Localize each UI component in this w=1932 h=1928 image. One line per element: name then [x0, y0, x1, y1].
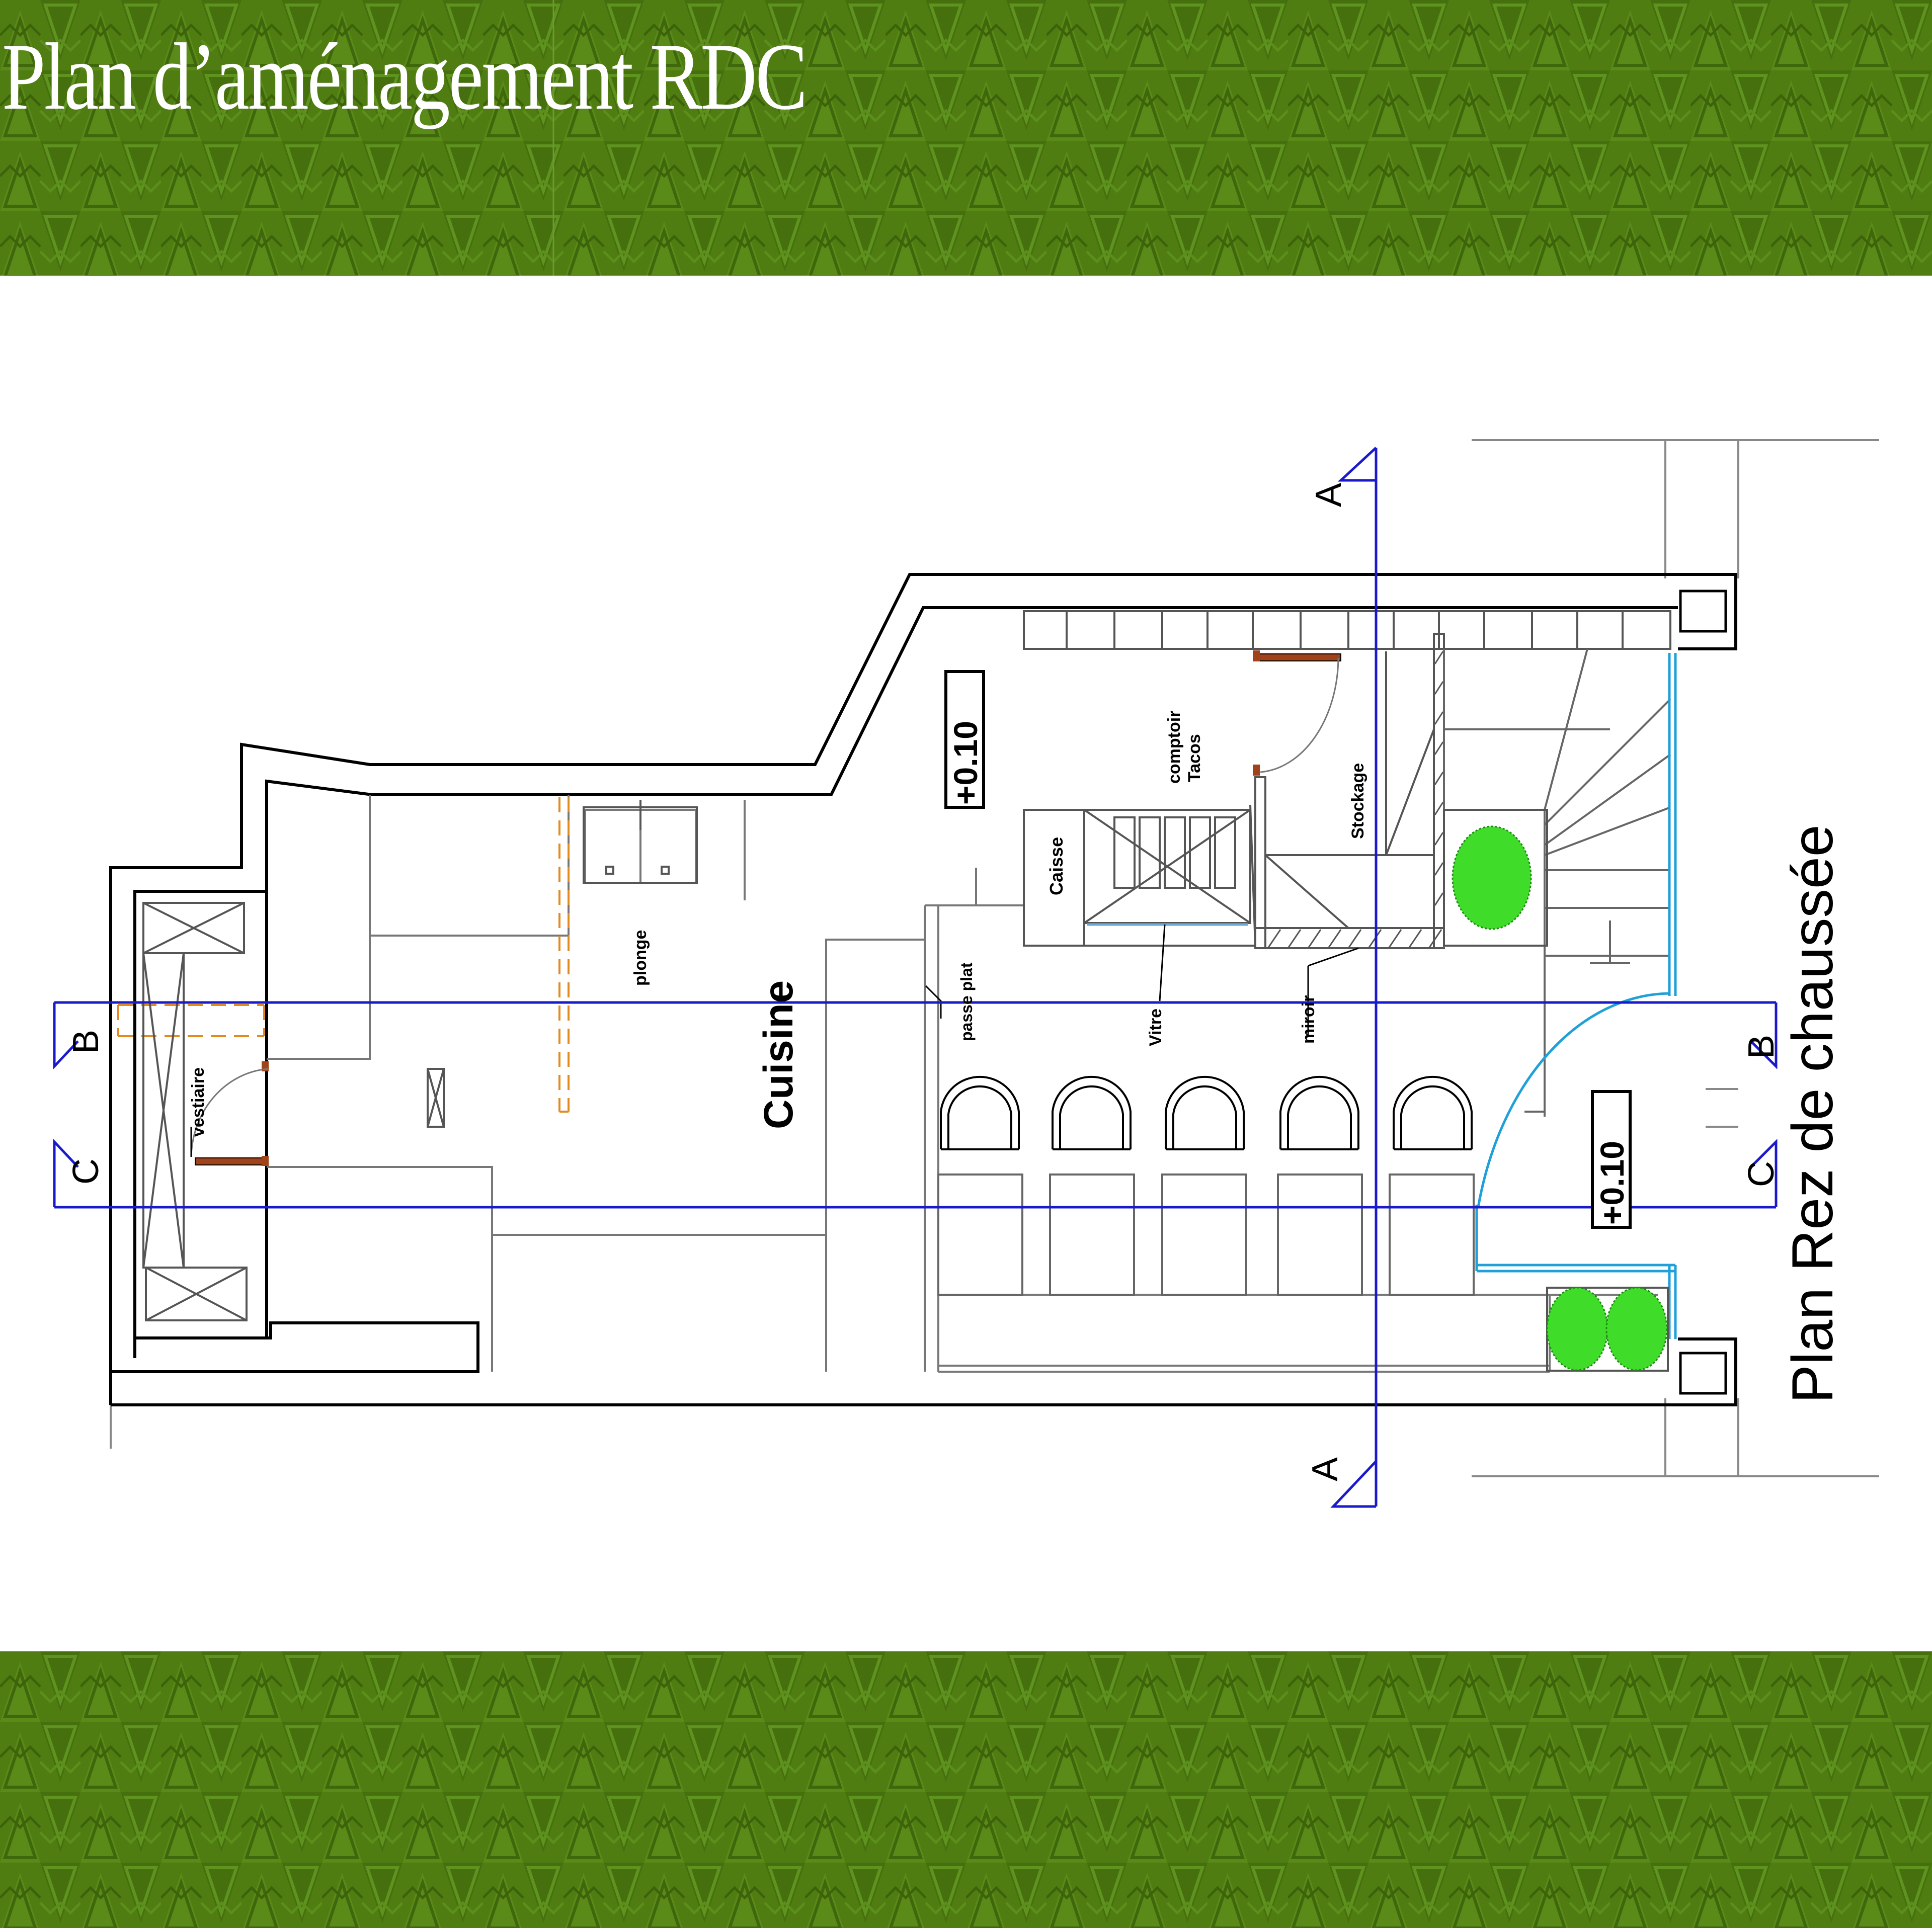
planter [1546, 1287, 1669, 1372]
chair [1052, 1075, 1132, 1150]
plan-heading: Plan Rez de chaussée [1781, 824, 1845, 1403]
section-label-c-left: C [66, 1158, 106, 1185]
locker [142, 902, 445, 1321]
table [1161, 1173, 1247, 1296]
level-box [1591, 1090, 1632, 1229]
tribal-pattern [0, 0, 1932, 276]
label-tacos: Tacos [1185, 734, 1204, 782]
dining-seating [940, 1075, 1473, 1150]
table [937, 1173, 1023, 1296]
hatching [1267, 651, 1444, 949]
chair [1393, 1075, 1473, 1150]
label-plonge: plonge [631, 930, 650, 986]
staircase [1443, 648, 1671, 1117]
table [1049, 1173, 1135, 1296]
tribal-pattern [0, 1651, 1932, 1928]
bottom-banner [0, 1651, 1932, 1928]
section-lines [54, 448, 1776, 1506]
label-level-entrance: +0.10 [1593, 1141, 1631, 1225]
label-miroir: miroir [1299, 995, 1318, 1044]
vestiaire-door [190, 1061, 269, 1166]
chair [1165, 1075, 1245, 1150]
cashier-counter [1023, 804, 1256, 947]
table-row [937, 1173, 1475, 1296]
interior-walls [267, 795, 1658, 1373]
chair [940, 1075, 1020, 1150]
label-stockage: Stockage [1348, 763, 1367, 839]
top-banner: Plan d’aménagement RDC [0, 0, 1932, 276]
level-box [944, 670, 985, 809]
entrance-door [1477, 992, 1670, 1208]
section-label-b-left: B [66, 1030, 106, 1054]
label-vitre: Vitre [1146, 1009, 1165, 1046]
label-passe-plat: passe plat [957, 962, 976, 1041]
room-label-kitchen: Cuisine [756, 980, 801, 1129]
glass-facade [1475, 653, 1677, 1339]
planter [1443, 809, 1548, 947]
section-label-b-right: B [1741, 1035, 1782, 1059]
sink [583, 800, 698, 884]
label-vestiaire: vestiaire [189, 1067, 208, 1137]
label-caisse: Caisse [1046, 837, 1067, 895]
table [1389, 1173, 1475, 1296]
comptoir-door [1253, 650, 1341, 776]
leader-lines [190, 924, 1359, 1157]
section-label-a-top: A [1309, 483, 1349, 507]
outer-walls [109, 573, 1737, 1406]
section-label-a-bottom: A [1305, 1457, 1345, 1481]
shelving [1023, 610, 1671, 650]
chair [1279, 1075, 1359, 1150]
page-title: Plan d’aménagement RDC [2, 24, 808, 130]
label-comptoir: comptoir [1165, 711, 1184, 784]
table [1277, 1173, 1363, 1296]
section-label-c-right: C [1741, 1161, 1782, 1187]
dimension-lines [110, 439, 1879, 1477]
label-level-interior: +0.10 [947, 721, 984, 805]
hidden-lines [117, 797, 570, 1113]
section-markers [53, 447, 1778, 1508]
